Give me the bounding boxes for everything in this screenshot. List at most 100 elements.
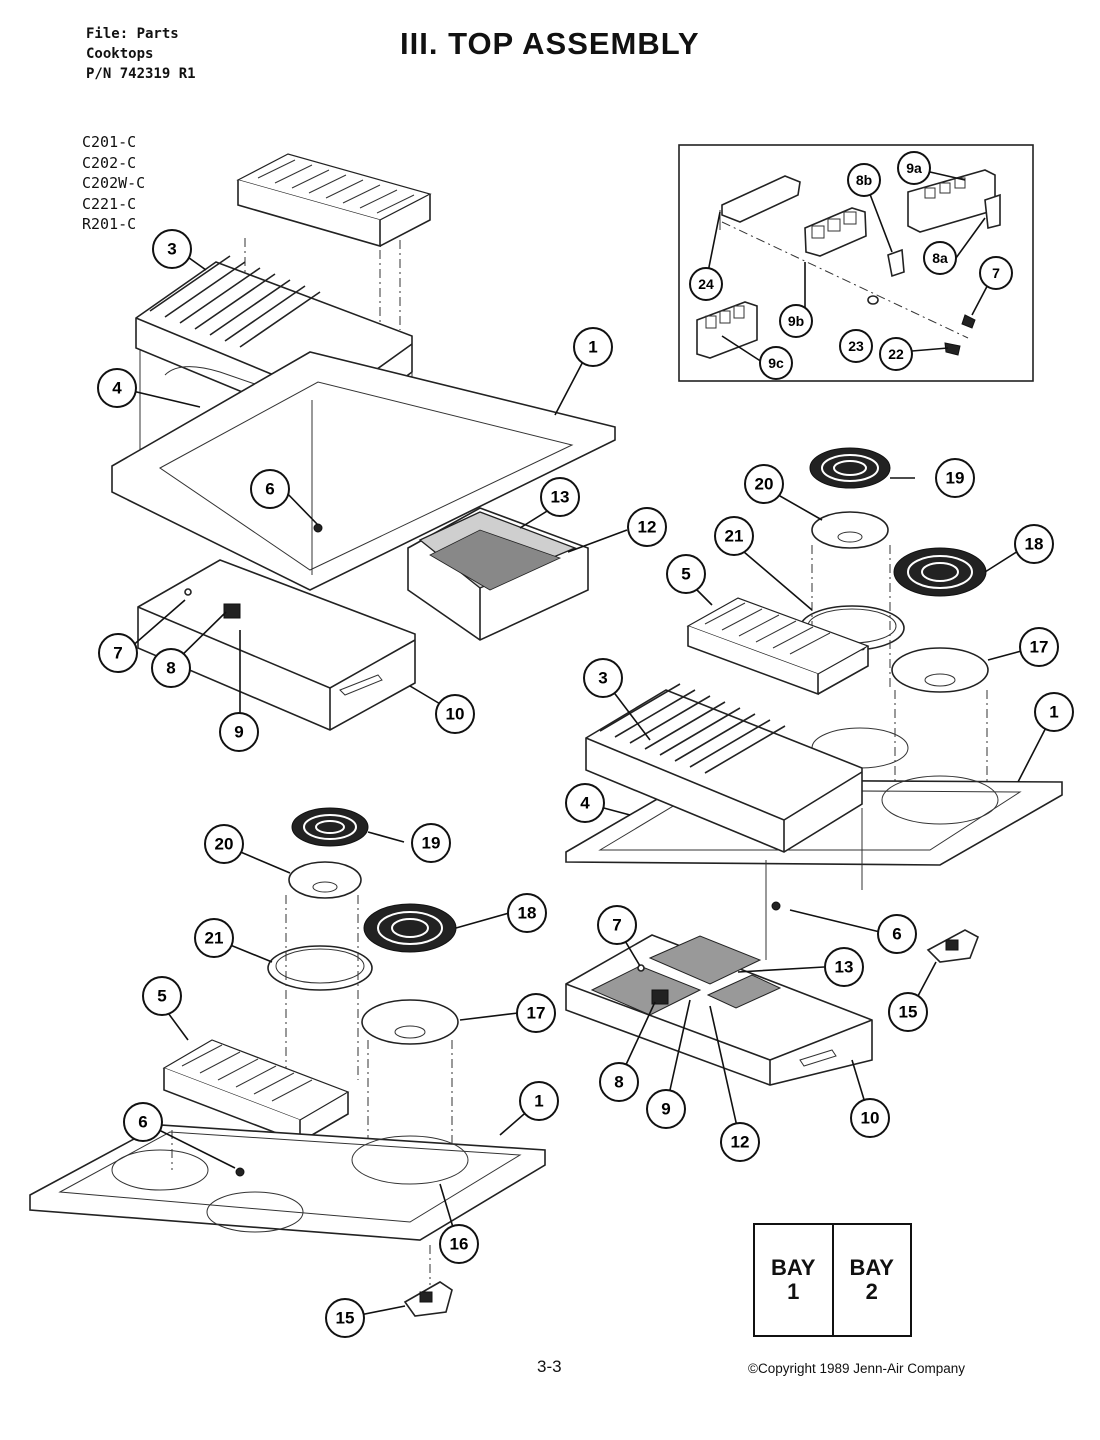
callout-12: 12 (720, 1122, 760, 1162)
svg-text:7: 7 (612, 916, 621, 935)
callout-10: 10 (850, 1098, 890, 1138)
callout-23: 23 (839, 329, 873, 363)
svg-text:15: 15 (336, 1309, 355, 1328)
svg-text:7: 7 (113, 644, 122, 663)
callout-8b: 8b (847, 163, 881, 197)
callout-13: 13 (540, 477, 580, 517)
svg-text:9c: 9c (768, 355, 784, 371)
bottom-left-callouts: 20 19 21 18 5 17 6 1 16 15 (123, 823, 559, 1338)
svg-text:4: 4 (580, 794, 590, 813)
callout-7: 7 (597, 905, 637, 945)
svg-text:9a: 9a (906, 160, 922, 176)
svg-text:5: 5 (681, 565, 690, 584)
svg-text:8: 8 (166, 659, 175, 678)
callout-7: 7 (979, 256, 1013, 290)
svg-text:5: 5 (157, 987, 166, 1006)
callout-16: 16 (439, 1224, 479, 1264)
callout-8: 8 (151, 648, 191, 688)
svg-text:20: 20 (215, 835, 234, 854)
model-item: C221-C (82, 194, 137, 213)
svg-text:12: 12 (638, 518, 657, 537)
svg-text:1: 1 (1049, 703, 1058, 722)
callout-10: 10 (435, 694, 475, 734)
svg-text:6: 6 (138, 1113, 147, 1132)
svg-text:8: 8 (614, 1073, 623, 1092)
model-item: C201-C (82, 133, 137, 151)
callout-15: 15 (325, 1298, 365, 1338)
model-item: R201-C (82, 215, 137, 233)
svg-text:6: 6 (892, 925, 901, 944)
svg-text:1: 1 (588, 338, 597, 357)
svg-text:9b: 9b (788, 313, 804, 329)
callout-6: 6 (250, 469, 290, 509)
page-number: 3-3 (537, 1357, 562, 1376)
callout-19: 19 (411, 823, 451, 863)
callout-17: 17 (516, 993, 556, 1033)
svg-text:24: 24 (698, 276, 714, 292)
callout-19: 19 (935, 458, 975, 498)
callout-1: 1 (1034, 692, 1074, 732)
svg-text:17: 17 (1030, 638, 1049, 657)
svg-text:20: 20 (755, 475, 774, 494)
model-item: C202-C (82, 153, 137, 172)
svg-text:10: 10 (861, 1109, 880, 1128)
svg-text:10: 10 (446, 705, 465, 724)
bottom-left-assembly (29, 807, 546, 1317)
svg-text:6: 6 (265, 480, 274, 499)
callout-4: 4 (97, 368, 137, 408)
callout-7: 7 (98, 633, 138, 673)
callout-12: 12 (627, 507, 667, 547)
callout-24: 24 (689, 267, 723, 301)
callout-18: 18 (1014, 524, 1054, 564)
svg-text:8a: 8a (932, 250, 948, 266)
svg-text:18: 18 (518, 904, 537, 923)
svg-text:21: 21 (725, 527, 744, 546)
file-label: File: Parts (86, 26, 179, 42)
svg-text:3: 3 (167, 240, 176, 259)
category-label: Cooktops (86, 46, 154, 62)
callout-1: 1 (519, 1081, 559, 1121)
callout-8: 8 (599, 1062, 639, 1102)
svg-text:18: 18 (1025, 535, 1044, 554)
callout-5: 5 (666, 554, 706, 594)
callout-9: 9 (219, 712, 259, 752)
callout-1: 1 (573, 327, 613, 367)
copyright-notice: ©Copyright 1989 Jenn-Air Company (748, 1361, 966, 1376)
svg-text:23: 23 (848, 338, 864, 354)
callout-21: 21 (194, 918, 234, 958)
callout-20: 20 (204, 824, 244, 864)
top-left-assembly (111, 153, 616, 731)
callout-3: 3 (583, 658, 623, 698)
callout-22: 22 (879, 337, 913, 371)
model-list: C201-C C202-C C202W-C C221-C R201-C (82, 132, 145, 235)
svg-text:9: 9 (234, 723, 243, 742)
bay-legend: BAY 1 BAY 2 (753, 1223, 912, 1337)
svg-text:19: 19 (422, 834, 441, 853)
callout-6: 6 (877, 914, 917, 954)
bay-1-number: 1 (787, 1279, 800, 1304)
callout-15: 15 (888, 992, 928, 1032)
svg-text:21: 21 (205, 929, 224, 948)
svg-text:16: 16 (450, 1235, 469, 1254)
callout-17: 17 (1019, 627, 1059, 667)
callout-21: 21 (714, 516, 754, 556)
callout-6: 6 (123, 1102, 163, 1142)
svg-text:15: 15 (899, 1003, 918, 1022)
callout-9: 9 (646, 1089, 686, 1129)
leader-lines (119, 171, 1055, 1319)
inset-callouts: 9a 8b 8a 7 24 9b 23 22 9c (689, 151, 1013, 380)
callout-13: 13 (824, 947, 864, 987)
callout-4: 4 (565, 783, 605, 823)
svg-text:19: 19 (946, 469, 965, 488)
callout-18: 18 (507, 893, 547, 933)
svg-text:1: 1 (534, 1092, 543, 1111)
svg-text:7: 7 (992, 265, 1000, 281)
callout-9b: 9b (779, 304, 813, 338)
svg-text:9: 9 (661, 1100, 670, 1119)
callout-5: 5 (142, 976, 182, 1016)
bay-2-label: BAY (849, 1255, 894, 1280)
right-assembly (565, 447, 1063, 1086)
svg-text:22: 22 (888, 346, 904, 362)
right-callouts: 20 19 21 18 5 17 3 1 4 6 15 7 13 8 9 12 … (565, 458, 1074, 1162)
